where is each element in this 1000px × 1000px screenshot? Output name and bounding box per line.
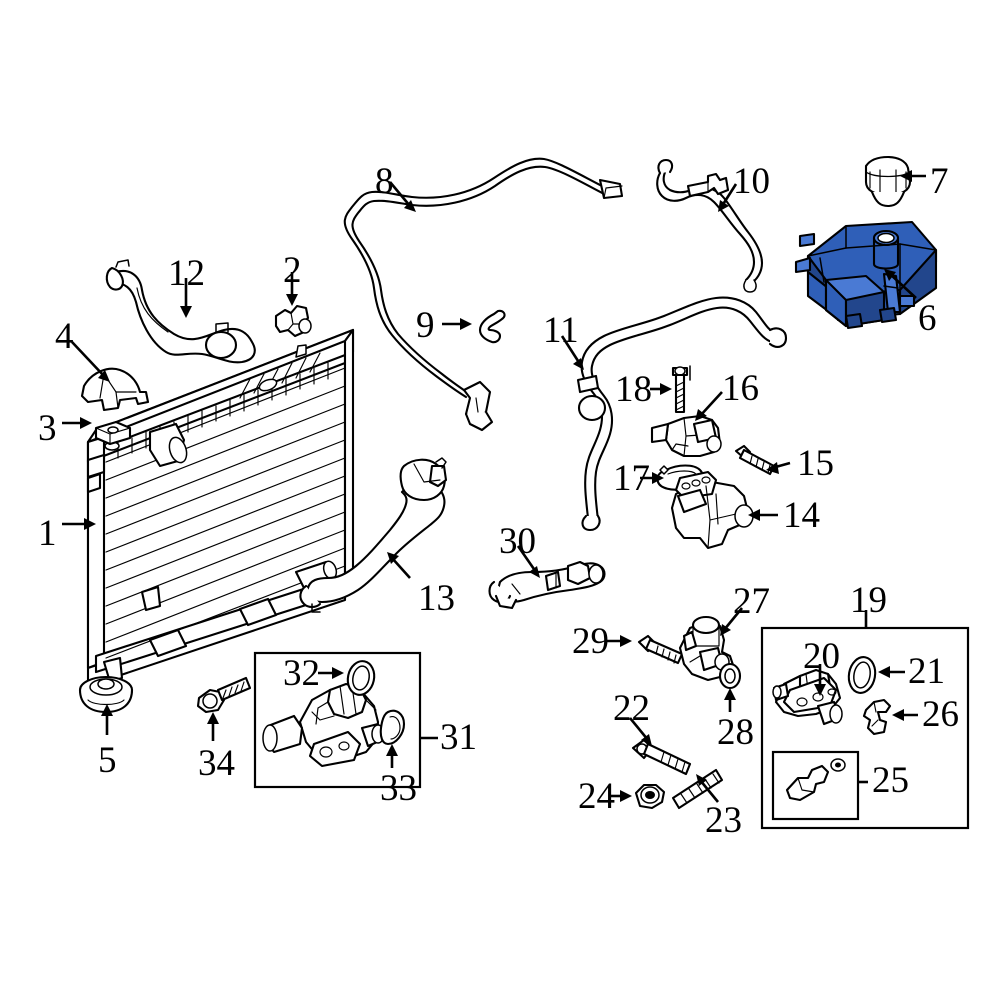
callout-10[interactable]: 10 <box>733 161 770 202</box>
part-radiator-upper-bracket[interactable] <box>274 304 312 338</box>
callout-1[interactable]: 1 <box>38 513 57 554</box>
part-coolant-reservoir-expansion-tank[interactable] <box>794 220 938 330</box>
callout-31[interactable]: 31 <box>440 717 477 758</box>
part-bolt-flange[interactable] <box>631 738 692 776</box>
callout-16[interactable]: 16 <box>722 368 759 409</box>
callout-22[interactable]: 22 <box>613 688 650 729</box>
callout-3[interactable]: 3 <box>38 408 57 449</box>
callout-6[interactable]: 6 <box>918 298 937 339</box>
callout-7[interactable]: 7 <box>930 161 949 202</box>
callout-23[interactable]: 23 <box>705 800 742 841</box>
callout-8[interactable]: 8 <box>375 161 394 202</box>
callout-5[interactable]: 5 <box>98 740 117 781</box>
callout-26[interactable]: 26 <box>922 694 959 735</box>
callout-21[interactable]: 21 <box>908 651 945 692</box>
callout-33[interactable]: 33 <box>380 768 417 809</box>
callout-24[interactable]: 24 <box>578 776 615 817</box>
part-o-ring-seal[interactable] <box>846 655 878 695</box>
temperature-sensor-inset-box <box>771 750 860 821</box>
part-nut[interactable] <box>634 783 666 810</box>
callout-9[interactable]: 9 <box>416 305 435 346</box>
part-overflow-hose[interactable] <box>656 158 764 293</box>
leader-lines <box>62 170 926 803</box>
callout-17[interactable]: 17 <box>613 458 650 499</box>
callout-34[interactable]: 34 <box>198 743 235 784</box>
part-radiator-mount-insulator[interactable] <box>94 420 132 446</box>
callout-25[interactable]: 25 <box>872 760 909 801</box>
callout-15[interactable]: 15 <box>797 443 834 484</box>
part-gasket-triangular[interactable] <box>379 709 406 746</box>
part-radiator-lower-hose[interactable] <box>299 457 448 613</box>
callout-11[interactable]: 11 <box>543 310 579 351</box>
callout-19[interactable]: 19 <box>850 580 887 621</box>
part-thermostat-housing-valve[interactable] <box>650 414 722 458</box>
callout-32[interactable]: 32 <box>283 653 320 694</box>
callout-28[interactable]: 28 <box>717 712 754 753</box>
callout-20[interactable]: 20 <box>803 636 840 677</box>
part-heater-hose[interactable] <box>576 296 788 532</box>
water-pump-inset-box <box>253 651 422 789</box>
callout-14[interactable]: 14 <box>783 495 820 536</box>
part-radiator-upper-mount[interactable] <box>80 367 150 412</box>
part-auxiliary-water-pump[interactable] <box>772 668 843 726</box>
part-bolt-short[interactable] <box>637 634 684 665</box>
callout-18[interactable]: 18 <box>615 369 652 410</box>
part-hose-clip[interactable] <box>478 309 506 344</box>
part-bolt-long[interactable] <box>671 365 691 414</box>
callout-12[interactable]: 12 <box>168 253 205 294</box>
part-coolant-control-valve[interactable] <box>678 615 736 682</box>
callout-13[interactable]: 13 <box>418 578 455 619</box>
part-coolant-temperature-sensor[interactable] <box>785 758 846 802</box>
part-bolt-with-washer[interactable] <box>196 676 252 714</box>
part-seal-ring[interactable] <box>718 662 742 690</box>
callout-4[interactable]: 4 <box>55 316 74 357</box>
part-water-pump-assembly[interactable] <box>262 682 385 768</box>
callout-29[interactable]: 29 <box>572 621 609 662</box>
callout-30[interactable]: 30 <box>499 521 536 562</box>
part-radiator-upper-hose[interactable] <box>105 259 256 364</box>
part-reservoir-cap[interactable] <box>864 155 912 208</box>
callout-2[interactable]: 2 <box>283 250 302 291</box>
part-o-ring-large[interactable] <box>345 659 378 698</box>
part-retaining-clip[interactable] <box>862 698 892 736</box>
part-coolant-hose-long[interactable] <box>343 157 624 432</box>
part-radiator[interactable] <box>86 328 355 688</box>
callout-27[interactable]: 27 <box>733 581 770 622</box>
part-bolt[interactable] <box>734 444 776 476</box>
part-coolant-tube-crossover[interactable] <box>488 560 606 610</box>
part-coolant-pump-housing[interactable] <box>670 470 754 550</box>
